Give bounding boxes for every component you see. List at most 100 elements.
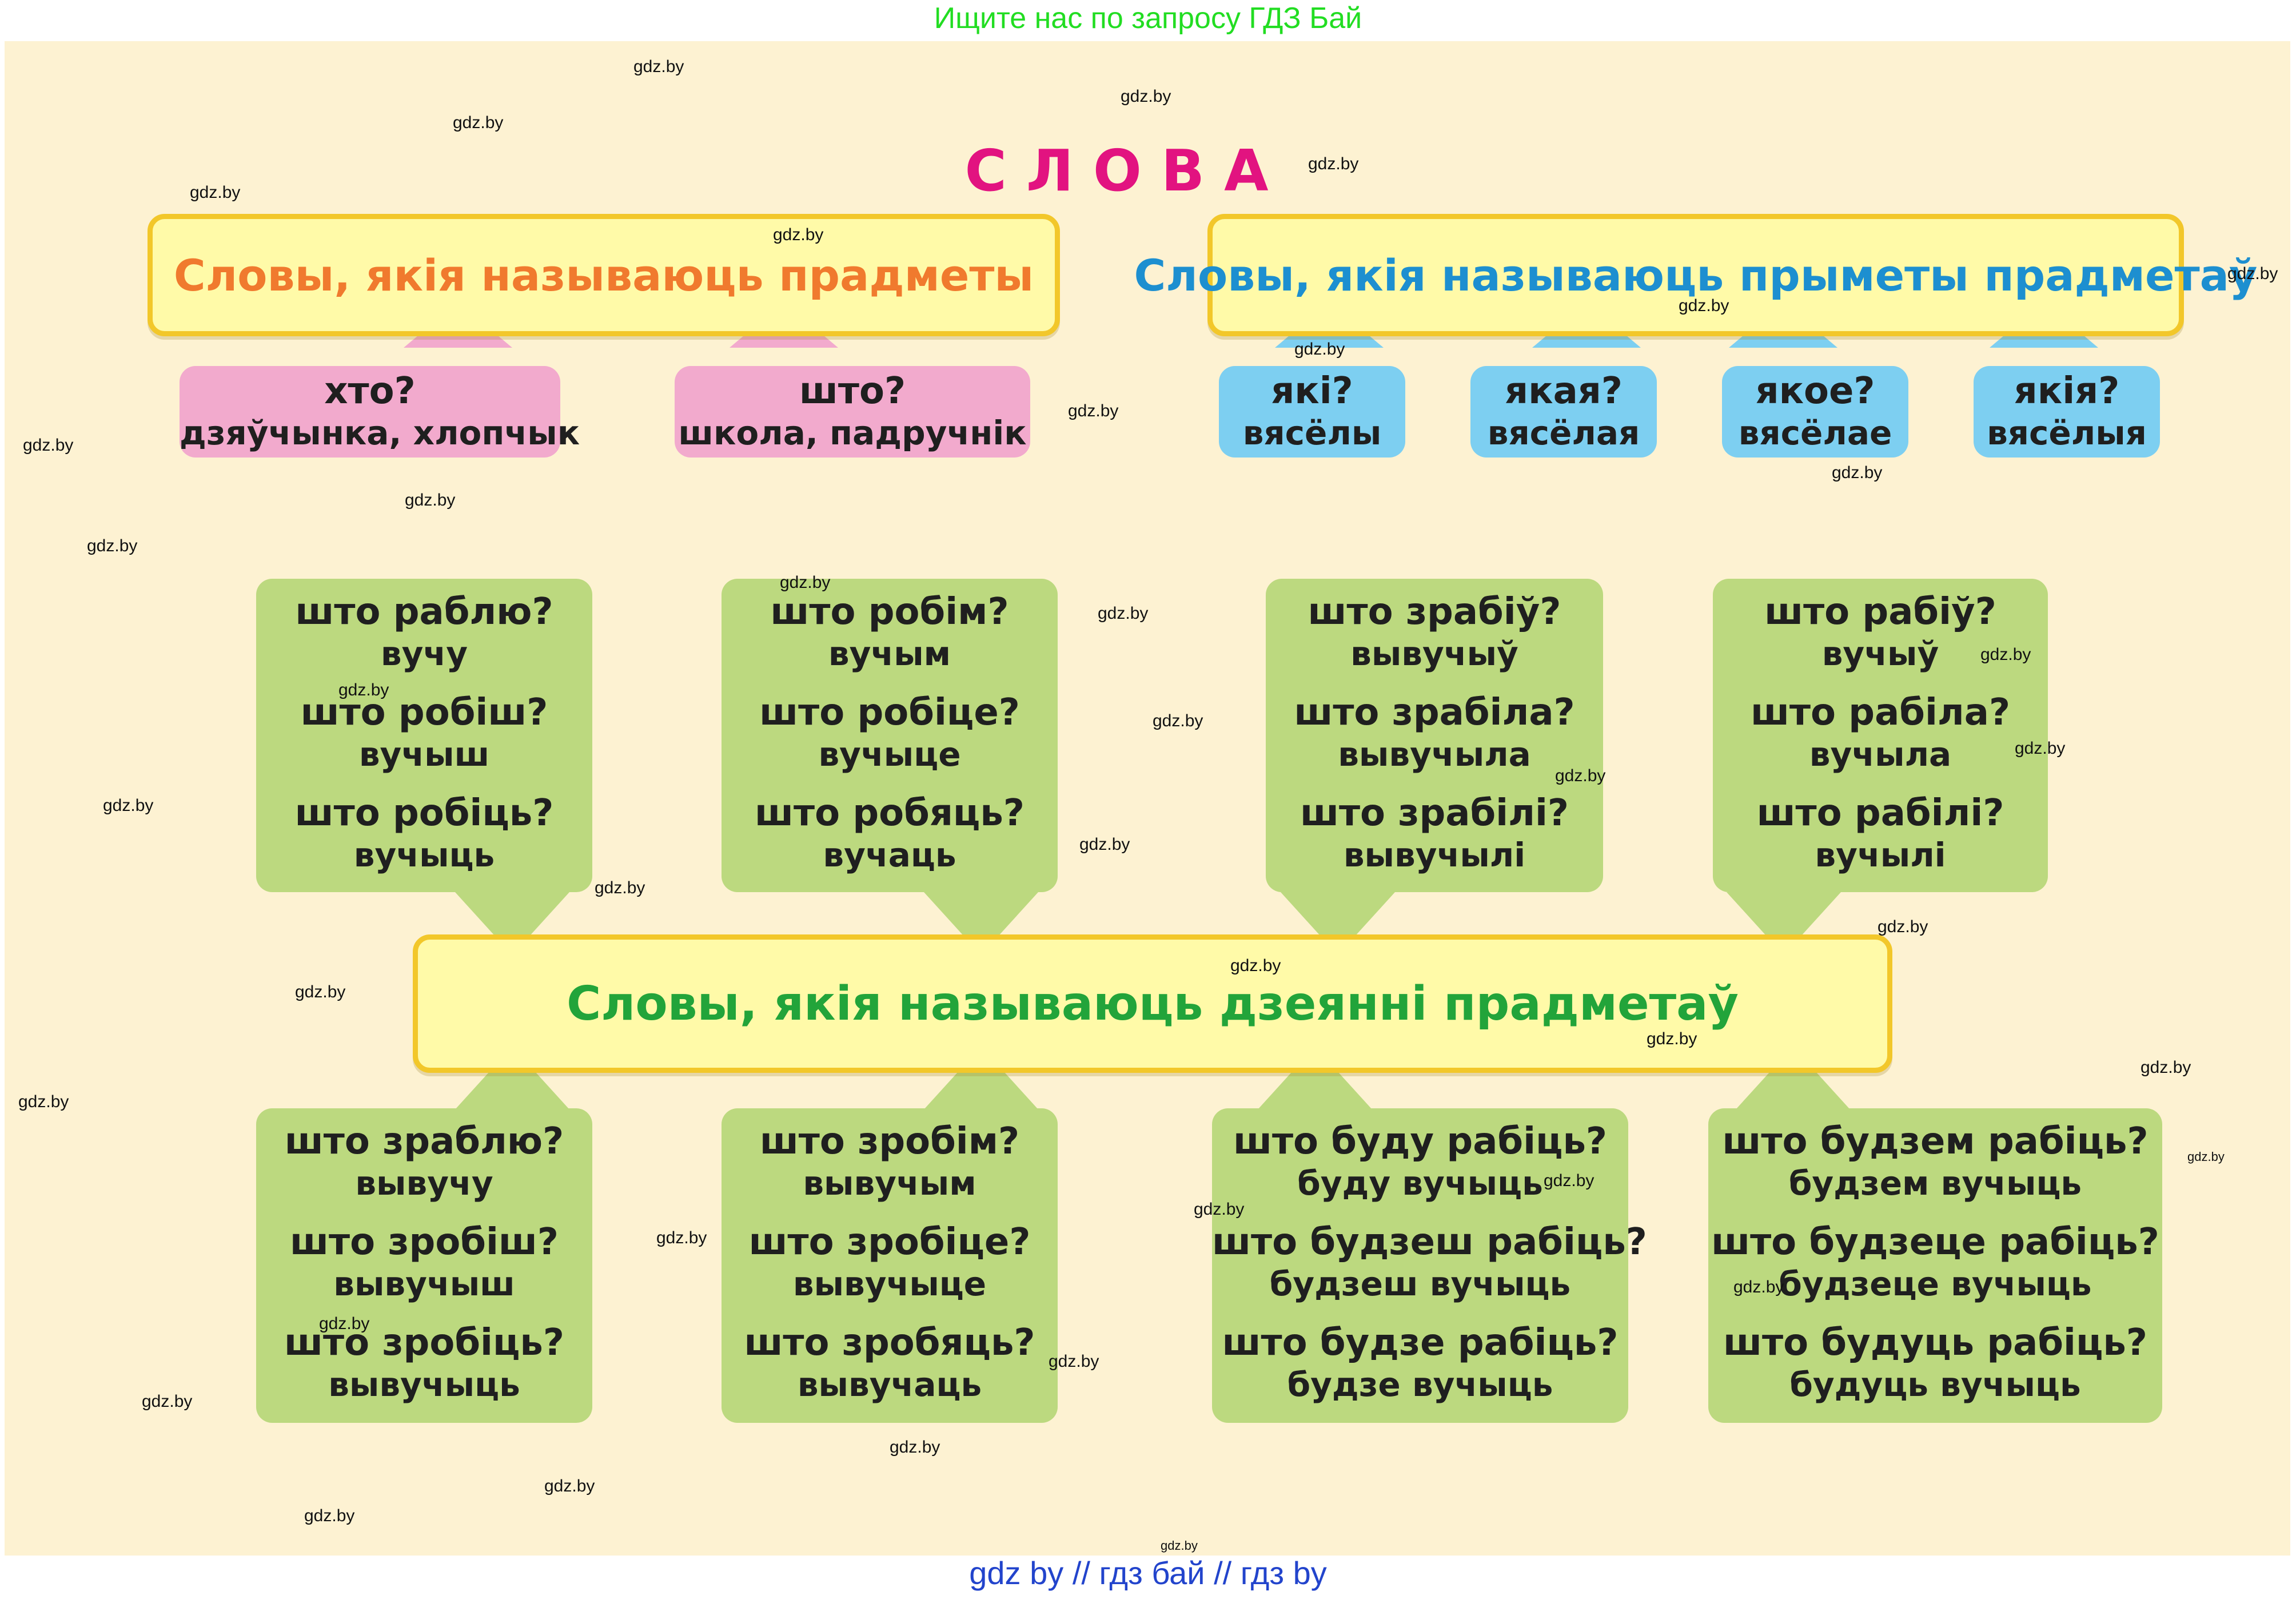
question-label: што робіш? bbox=[300, 691, 548, 734]
answer-label: дзяўчынка, хлопчык bbox=[180, 413, 580, 452]
answer-label: вясёлае bbox=[1738, 413, 1892, 452]
watermark: gdz.by bbox=[1194, 1200, 1245, 1219]
question-label: хто? bbox=[324, 370, 416, 412]
watermark: gdz.by bbox=[1049, 1352, 1099, 1371]
question-label: што будзем рабіць? bbox=[1722, 1120, 2148, 1163]
answer-label: вывучылі bbox=[1343, 836, 1526, 874]
watermark: gdz.by bbox=[2187, 1149, 2225, 1164]
watermark: gdz.by bbox=[453, 113, 504, 132]
connector-lower-3 bbox=[1258, 1047, 1372, 1109]
action-box-future-imperfective-sing: што буду рабіць? буду вучыць што будзеш … bbox=[1212, 1108, 1647, 1423]
question-label: што? bbox=[799, 370, 906, 412]
watermark: gdz.by bbox=[1079, 835, 1130, 854]
answer-label: вучым bbox=[828, 634, 951, 673]
watermark: gdz.by bbox=[23, 436, 74, 455]
connector-upper-3 bbox=[1281, 892, 1395, 955]
watermark: gdz.by bbox=[1161, 1538, 1198, 1553]
question-label: што зраблю? bbox=[284, 1120, 564, 1163]
watermark: gdz.by bbox=[1098, 604, 1149, 623]
question-label: што зробяць? bbox=[744, 1322, 1035, 1364]
question-label: што зрабілі? bbox=[1300, 792, 1569, 834]
answer-label: вясёлы bbox=[1242, 413, 1382, 452]
action-box-past-imperfective: што рабіў? вучыў што рабіла? вучыла што … bbox=[1713, 579, 2048, 892]
watermark: gdz.by bbox=[1153, 711, 1203, 730]
answer-label: вучыў bbox=[1821, 634, 1939, 673]
question-label: што буду рабіць? bbox=[1233, 1120, 1608, 1163]
watermark: gdz.by bbox=[1647, 1029, 1697, 1048]
question-label: якая? bbox=[1505, 370, 1623, 412]
watermark: gdz.by bbox=[338, 681, 389, 699]
action-box-future-perfective-sing: што зраблю? вывучу што зробіш? вывучыш ш… bbox=[256, 1108, 592, 1423]
attribute-box-neut: якое? вясёлае bbox=[1722, 366, 1908, 458]
watermark: gdz.by bbox=[1878, 917, 1928, 936]
watermark: gdz.by bbox=[780, 573, 831, 592]
answer-label: вывучыла bbox=[1338, 735, 1531, 774]
watermark: gdz.by bbox=[1555, 766, 1606, 785]
answer-label: вучу bbox=[380, 634, 468, 673]
watermark: gdz.by bbox=[2140, 1058, 2191, 1077]
attribute-box-plural: якія? вясёлыя bbox=[1974, 366, 2160, 458]
watermark: gdz.by bbox=[1544, 1171, 1595, 1190]
question-label: што робім? bbox=[770, 591, 1009, 633]
answer-label: вывучу bbox=[355, 1164, 493, 1203]
question-label: які? bbox=[1271, 370, 1353, 412]
connector-lower-1 bbox=[455, 1047, 569, 1109]
watermark: gdz.by bbox=[633, 57, 684, 76]
watermark: gdz.by bbox=[890, 1438, 940, 1457]
answer-label: будзе вучыць bbox=[1287, 1365, 1553, 1404]
question-label: што зробіць? bbox=[284, 1322, 564, 1364]
diagram-title: СЛОВА bbox=[964, 137, 1288, 204]
action-box-present-plural: што робім? вучым што робіце? вучыце што … bbox=[722, 579, 1058, 892]
attribute-box-masc: які? вясёлы bbox=[1219, 366, 1405, 458]
watermark: gdz.by bbox=[773, 225, 824, 244]
answer-label: вучыце bbox=[818, 735, 961, 774]
question-label: што раблю? bbox=[295, 591, 553, 633]
header-note: Ищите нас по запросу ГДЗ Бай bbox=[934, 2, 1362, 35]
band-actions: Словы, якія называюць дзеянні прадметаў bbox=[413, 934, 1892, 1073]
band-actions-label: Словы, якія называюць дзеянні прадметаў bbox=[567, 976, 1739, 1031]
question-label: што рабілі? bbox=[1756, 792, 2004, 834]
watermark: gdz.by bbox=[1679, 296, 1729, 315]
connector-lower-2 bbox=[924, 1047, 1038, 1109]
watermark: gdz.by bbox=[1230, 956, 1281, 975]
answer-label: вывучаць bbox=[797, 1365, 982, 1404]
watermark: gdz.by bbox=[544, 1477, 595, 1495]
watermark: gdz.by bbox=[87, 536, 138, 555]
connector-upper-4 bbox=[1727, 892, 1841, 955]
watermark: gdz.by bbox=[103, 796, 154, 815]
watermark: gdz.by bbox=[405, 491, 456, 510]
answer-label: буду вучыць bbox=[1297, 1164, 1543, 1203]
watermark: gdz.by bbox=[2015, 739, 2066, 758]
question-label: што зрабіў? bbox=[1308, 591, 1561, 633]
band-attributes: Словы, якія называюць прыметы прадметаў bbox=[1134, 214, 2257, 336]
band-objects-label: Словы, якія называюць прадметы bbox=[173, 249, 1034, 301]
question-label: што робіць? bbox=[294, 792, 554, 834]
question-label: што зробіш? bbox=[290, 1221, 559, 1263]
question-label: што робяць? bbox=[755, 792, 1025, 834]
question-label: што будзеш рабіць? bbox=[1212, 1221, 1647, 1263]
question-label: што робіце? bbox=[759, 691, 1020, 734]
watermark: gdz.by bbox=[319, 1314, 370, 1333]
question-label: што будзеце рабіць? bbox=[1711, 1221, 2159, 1263]
answer-label: вучыла bbox=[1809, 735, 1952, 774]
watermark: gdz.by bbox=[295, 983, 346, 1001]
connector-upper-2 bbox=[924, 892, 1038, 955]
watermark: gdz.by bbox=[1294, 340, 1345, 359]
footer-note: gdz by // гдз бай // гдз by bbox=[969, 1555, 1327, 1591]
answer-label: будзеце вучыць bbox=[1779, 1264, 2092, 1303]
question-label: якое? bbox=[1755, 370, 1875, 412]
watermark: gdz.by bbox=[304, 1506, 355, 1525]
answer-label: вучылі bbox=[1815, 836, 1946, 874]
question-label: што рабіла? bbox=[1750, 691, 2011, 734]
question-label: што зробім? bbox=[759, 1120, 1020, 1163]
question-label: што зрабіла? bbox=[1294, 691, 1575, 734]
action-box-past-perfective: што зрабіў? вывучыў што зрабіла? вывучыл… bbox=[1266, 579, 1603, 892]
watermark: gdz.by bbox=[18, 1092, 69, 1111]
question-label: што рабіў? bbox=[1764, 591, 1996, 633]
action-box-future-imperfective-plural: што будзем рабіць? будзем вучыць што буд… bbox=[1708, 1108, 2162, 1423]
answer-label: будзеш вучыць bbox=[1269, 1264, 1571, 1303]
answer-label: вывучыш bbox=[333, 1264, 515, 1303]
action-box-future-perfective-plural: што зробім? вывучым што зробіце? вывучыц… bbox=[722, 1108, 1058, 1423]
connector-upper-1 bbox=[455, 892, 569, 955]
